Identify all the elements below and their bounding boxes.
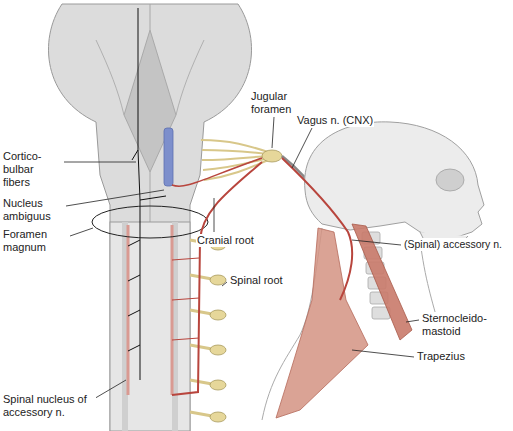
cord-columns: [125, 222, 175, 431]
part-label: (Spinal) accessory n.: [403, 238, 503, 251]
part-label: Vagus n. (CNX): [296, 114, 374, 127]
jugular-foramen: [262, 150, 282, 162]
accessory-nerve-neck: [282, 158, 352, 300]
part-label: Foramen magnum: [2, 228, 70, 254]
part-label: Sternocleido- mastoid: [421, 312, 503, 338]
brainstem: [48, 4, 251, 431]
part-label: Jugular foramen: [250, 90, 308, 116]
nucleus-ambiguus: [164, 128, 173, 186]
spinal-nucleus: [128, 225, 172, 395]
part-label: Cranial root: [196, 234, 255, 247]
part-label: Cortico- bulbar fibers: [2, 150, 64, 189]
body-outline: [262, 228, 440, 420]
peduncle-lines: [96, 40, 204, 115]
skull: [305, 122, 484, 238]
corticobulbar-fibers: [128, 8, 166, 380]
part-label: Spinal root: [229, 274, 284, 287]
orbit: [436, 169, 464, 191]
part-label: Trapezius: [416, 350, 466, 363]
spinal-cord: [110, 222, 190, 431]
leader-lines: [60, 117, 419, 400]
spinal-roots: [190, 240, 226, 422]
part-label: Nucleus ambiguus: [2, 197, 66, 223]
foramen-magnum: [92, 206, 208, 238]
trapezius-muscle: [276, 228, 368, 418]
part-label: Spinal nucleus of accessory n.: [2, 393, 96, 419]
accessory-rootlets: [172, 258, 199, 340]
cranial-root: [172, 158, 262, 186]
